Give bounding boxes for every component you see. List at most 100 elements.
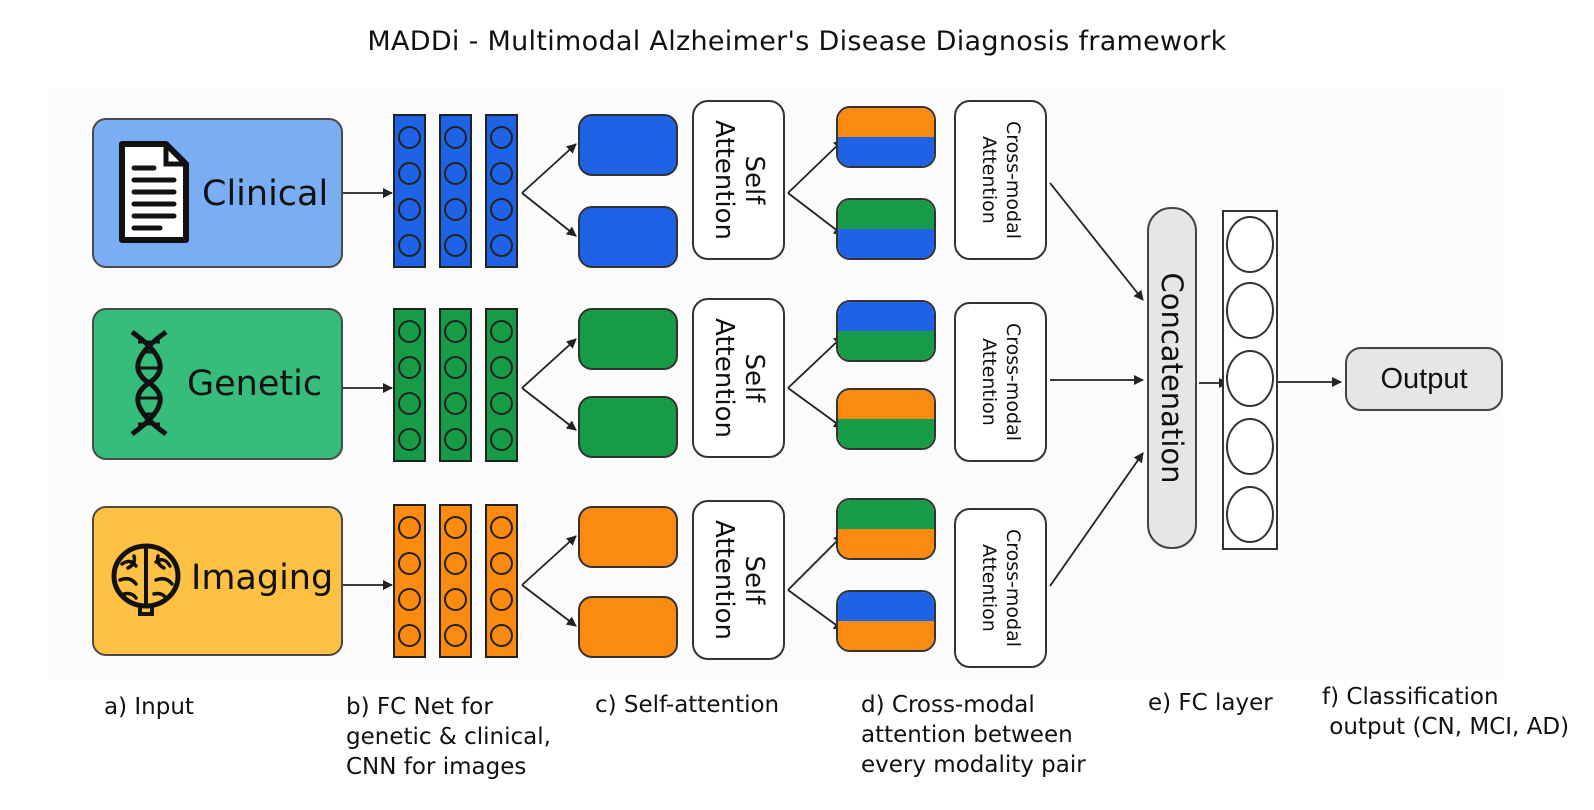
imaging-genetic-pair-block <box>836 388 936 450</box>
imaging-feature-block-1 <box>578 506 678 568</box>
fc-layer-node <box>1226 216 1274 273</box>
fc-node <box>444 162 467 185</box>
self-attention-line-1: Self <box>738 555 769 605</box>
clinical-fc-column <box>439 114 472 268</box>
pair-top-half <box>838 592 934 621</box>
fc-node <box>444 588 467 611</box>
diagram-title: MADDi - Multimodal Alzheimer's Disease D… <box>367 26 1227 57</box>
fc-node <box>490 234 513 257</box>
fc-node <box>398 552 421 575</box>
clinical-fc-column <box>485 114 518 268</box>
cross-modal-line-1: Cross-modal <box>1001 528 1024 648</box>
self-attention-line-1: Self <box>738 353 769 403</box>
arrow-sa-imaging-down <box>787 589 844 631</box>
caption-self-attention: c) Self-attention <box>595 692 780 718</box>
fc-node <box>444 428 467 451</box>
fc-node <box>398 392 421 415</box>
arrow-sa-imaging-up <box>787 534 844 591</box>
genetic-fc-column <box>439 308 472 462</box>
pair-top-half <box>838 500 934 529</box>
cross-modal-line-1: Cross-modal <box>1001 120 1024 240</box>
arrow-fc-genetic-down <box>521 387 577 431</box>
arrow-cm1-to-concat <box>1049 182 1144 301</box>
fc-node <box>490 320 513 343</box>
arrow-cm3-to-concat <box>1049 452 1144 587</box>
genetic-clinical-pair-block <box>836 198 936 260</box>
fc-node <box>490 552 513 575</box>
concatenation-block: Concatenation <box>1147 207 1197 549</box>
imaging-feature-block-2 <box>578 596 678 658</box>
fc-node <box>490 392 513 415</box>
input-genetic-label: Genetic <box>187 364 323 404</box>
fc-layer-node <box>1226 418 1274 475</box>
clinical-fc-column <box>393 114 426 268</box>
imaging-fc-column <box>393 504 426 658</box>
fc-node <box>444 198 467 221</box>
fc-node <box>490 428 513 451</box>
arrow-fc-clinical-down <box>521 192 577 237</box>
caption-fc-net: b) FC Net for genetic & clinical, CNN fo… <box>346 694 551 780</box>
fc-node <box>444 126 467 149</box>
input-clinical-label: Clinical <box>202 174 329 214</box>
fc-node <box>398 516 421 539</box>
caption-cross-modal: d) Cross-modal attention between every m… <box>861 692 1086 778</box>
fc-node <box>444 356 467 379</box>
imaging-fc-column <box>485 504 518 658</box>
cross-modal-line-2: Attention <box>977 338 1000 426</box>
imaging-clinical-pair-block <box>836 106 936 168</box>
genetic-feature-block-2 <box>578 396 678 458</box>
self-attention-line-2: Attention <box>708 120 739 240</box>
input-imaging-box: Imaging <box>92 506 343 656</box>
fc-node <box>398 234 421 257</box>
document-icon <box>119 141 189 243</box>
pair-bottom-half <box>838 419 934 448</box>
caption-input: a) Input <box>104 694 194 720</box>
clinical-feature-block-1 <box>578 114 678 176</box>
fc-layer-node <box>1226 350 1274 407</box>
arrow-cnn-imaging-up <box>521 535 577 586</box>
pair-bottom-half <box>838 529 934 558</box>
arrow-sa-clinical-down <box>787 192 844 236</box>
fc-node <box>490 162 513 185</box>
cross-modal-line-2: Attention <box>977 136 1000 224</box>
fc-node <box>398 126 421 149</box>
clinical-genetic-pair-block <box>836 300 936 362</box>
caption-classification: f) Classification output (CN, MCI, AD) <box>1322 684 1570 740</box>
self-attention-line-2: Attention <box>708 520 739 640</box>
fc-node <box>490 588 513 611</box>
cross-modal-line-1: Cross-modal <box>1001 322 1024 442</box>
self-attention-line-1: Self <box>738 155 769 205</box>
genetic-fc-column <box>393 308 426 462</box>
fc-layer-node <box>1226 282 1274 339</box>
fc-layer <box>1222 210 1278 550</box>
arrow-fc-clinical-up <box>521 143 577 194</box>
cross-modal-line-2: Attention <box>977 544 1000 632</box>
arrow-sa-genetic-down <box>787 387 844 429</box>
pair-top-half <box>838 302 934 331</box>
input-imaging-label: Imaging <box>191 558 334 598</box>
fc-node <box>444 392 467 415</box>
fc-node <box>444 624 467 647</box>
caption-fc-layer: e) FC layer <box>1148 690 1273 716</box>
pair-bottom-half <box>838 331 934 360</box>
fc-node <box>444 516 467 539</box>
fc-node <box>444 552 467 575</box>
fc-node <box>490 198 513 221</box>
fc-node <box>398 428 421 451</box>
fc-layer-node <box>1226 486 1274 543</box>
fc-node <box>398 198 421 221</box>
concatenation-label: Concatenation <box>1155 272 1189 484</box>
arrow-fc-genetic-up <box>521 338 577 389</box>
input-clinical-box: Clinical <box>92 118 343 268</box>
fc-node <box>398 588 421 611</box>
clinical-feature-block-2 <box>578 206 678 268</box>
dna-icon <box>130 329 168 437</box>
arrow-sa-genetic-up <box>787 335 844 389</box>
pair-top-half <box>838 200 934 229</box>
fc-node <box>490 356 513 379</box>
genetic-imaging-pair-block <box>836 498 936 560</box>
